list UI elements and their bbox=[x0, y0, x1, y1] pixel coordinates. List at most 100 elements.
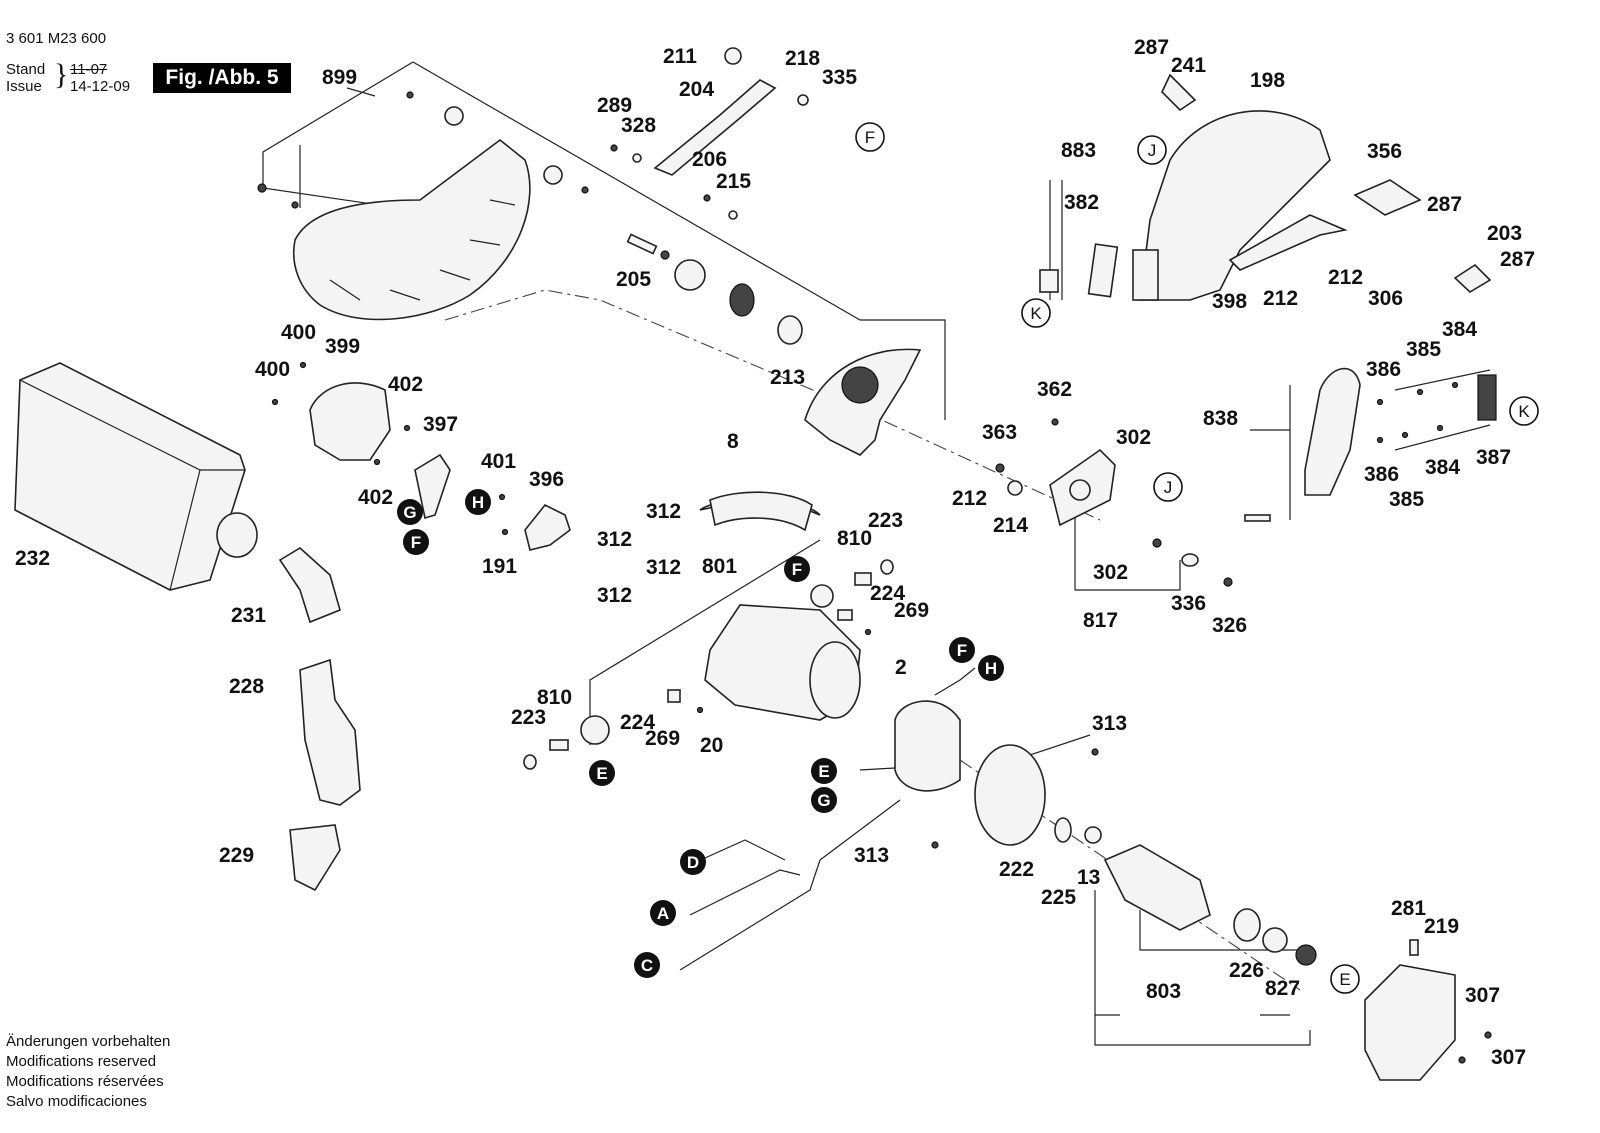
label-219: 219 bbox=[1424, 915, 1459, 938]
label-396: 396 bbox=[529, 468, 564, 491]
label-810-b: 810 bbox=[537, 686, 572, 709]
footer-line-de: Änderungen vorbehalten bbox=[6, 1033, 171, 1050]
label-363: 363 bbox=[982, 421, 1017, 444]
bearing-plate bbox=[995, 418, 1233, 587]
svg-text:G: G bbox=[403, 503, 416, 522]
label-385-b: 385 bbox=[1389, 488, 1424, 511]
belt-shape bbox=[709, 491, 813, 532]
callout-e-stator: E bbox=[811, 758, 837, 784]
label-386-a: 386 bbox=[1366, 358, 1401, 381]
label-222: 222 bbox=[999, 858, 1034, 881]
label-269-b: 269 bbox=[645, 727, 680, 750]
label-384-b: 384 bbox=[1425, 456, 1460, 479]
label-803: 803 bbox=[1146, 980, 1181, 1003]
callout-f-motor: F bbox=[784, 556, 810, 582]
callout-f-stator: F bbox=[949, 637, 975, 663]
callout-h-left: H bbox=[465, 489, 491, 515]
label-228: 228 bbox=[229, 675, 264, 698]
callout-d: D bbox=[680, 849, 706, 875]
label-312-d: 312 bbox=[597, 584, 632, 607]
label-213: 213 bbox=[770, 366, 805, 389]
upper-blade-guard bbox=[293, 138, 531, 321]
callout-g-left: G bbox=[397, 499, 423, 525]
callout-f-left: F bbox=[403, 529, 429, 555]
label-312-b: 312 bbox=[597, 528, 632, 551]
label-205: 205 bbox=[616, 268, 651, 291]
label-312-c: 312 bbox=[646, 556, 681, 579]
svg-text:D: D bbox=[687, 853, 699, 872]
label-397: 397 bbox=[423, 413, 458, 436]
label-335: 335 bbox=[822, 66, 857, 89]
reference-callouts: F J K K J G H F F F H E E G D A C E bbox=[397, 122, 1539, 994]
label-827: 827 bbox=[1265, 977, 1300, 1000]
stand-label: Stand bbox=[6, 61, 46, 78]
label-224-b: 224 bbox=[620, 711, 655, 734]
label-402-b: 402 bbox=[358, 486, 393, 509]
label-204: 204 bbox=[679, 78, 714, 101]
footer-line-en: Modifications reserved bbox=[6, 1053, 157, 1070]
label-302-a: 302 bbox=[1116, 426, 1151, 449]
svg-text:K: K bbox=[1518, 402, 1530, 421]
dust-chute bbox=[14, 362, 361, 892]
label-212-b: 212 bbox=[1263, 287, 1298, 310]
svg-text:E: E bbox=[1339, 970, 1350, 989]
callout-c: C bbox=[634, 952, 660, 978]
label-401: 401 bbox=[481, 450, 516, 473]
label-313-b: 313 bbox=[854, 844, 889, 867]
label-206: 206 bbox=[692, 148, 727, 171]
flange-parts bbox=[626, 233, 803, 345]
label-289: 289 bbox=[597, 94, 632, 117]
motor-assembly bbox=[523, 494, 894, 770]
footer-line-es: Salvo modificaciones bbox=[6, 1093, 147, 1110]
callout-e-right: E bbox=[1330, 964, 1360, 994]
footer-line-fr: Modifications réservées bbox=[6, 1073, 164, 1090]
svg-text:G: G bbox=[817, 791, 830, 810]
label-307-b: 307 bbox=[1491, 1046, 1526, 1069]
label-883: 883 bbox=[1061, 139, 1096, 162]
label-307-a: 307 bbox=[1465, 984, 1500, 1007]
callout-f-top: F bbox=[855, 122, 885, 152]
label-382: 382 bbox=[1064, 191, 1099, 214]
issue-label: Issue bbox=[6, 78, 42, 95]
label-313-a: 313 bbox=[1092, 712, 1127, 735]
callout-g-stator: G bbox=[811, 787, 837, 813]
label-801: 801 bbox=[702, 555, 737, 578]
label-215: 215 bbox=[716, 170, 751, 193]
label-13: 13 bbox=[1077, 866, 1100, 889]
stand-date: 11-07 bbox=[70, 61, 108, 78]
label-198: 198 bbox=[1250, 69, 1285, 92]
label-399: 399 bbox=[325, 335, 360, 358]
label-326: 326 bbox=[1212, 614, 1247, 637]
part-labels: 899 211 204 218 335 289 328 206 215 205 … bbox=[15, 36, 1535, 1069]
label-2: 2 bbox=[895, 656, 907, 679]
label-398: 398 bbox=[1212, 290, 1247, 313]
wiring bbox=[679, 667, 976, 971]
label-400-b: 400 bbox=[255, 358, 290, 381]
label-387: 387 bbox=[1476, 446, 1511, 469]
label-223-b: 223 bbox=[511, 706, 546, 729]
label-229: 229 bbox=[219, 844, 254, 867]
document-number: 3 601 M23 600 bbox=[6, 30, 107, 47]
label-336: 336 bbox=[1171, 592, 1206, 615]
label-306: 306 bbox=[1368, 287, 1403, 310]
label-224-a: 224 bbox=[870, 582, 905, 605]
stator-and-armature bbox=[894, 700, 1492, 1081]
label-203: 203 bbox=[1487, 222, 1522, 245]
label-212-c: 212 bbox=[952, 487, 987, 510]
label-225: 225 bbox=[1041, 886, 1076, 909]
label-287-top: 287 bbox=[1134, 36, 1169, 59]
label-287-mid: 287 bbox=[1427, 193, 1462, 216]
svg-text:F: F bbox=[865, 128, 875, 147]
svg-text:K: K bbox=[1030, 304, 1042, 323]
label-356: 356 bbox=[1367, 140, 1402, 163]
svg-text:F: F bbox=[792, 560, 802, 579]
label-212-a: 212 bbox=[1328, 266, 1363, 289]
callout-j-mid: J bbox=[1153, 472, 1183, 502]
label-232: 232 bbox=[15, 547, 50, 570]
label-899: 899 bbox=[322, 66, 357, 89]
label-328: 328 bbox=[621, 114, 656, 137]
callout-j-top: J bbox=[1137, 135, 1167, 165]
label-20: 20 bbox=[700, 734, 723, 757]
label-226: 226 bbox=[1229, 959, 1264, 982]
